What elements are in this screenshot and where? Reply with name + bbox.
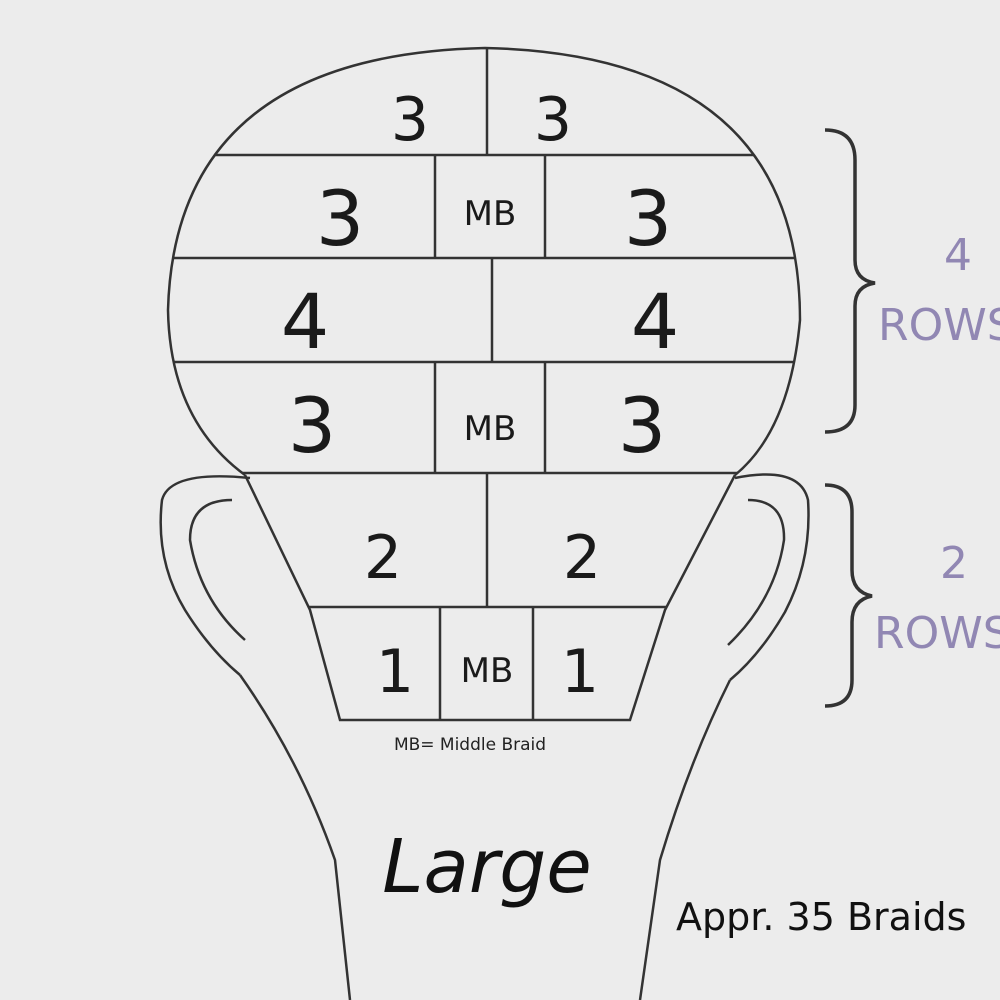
middle-braid-label: MB <box>464 194 517 234</box>
right-ear-inner <box>727 498 786 646</box>
neck-right-outline <box>638 679 732 1000</box>
head-outline <box>166 46 802 477</box>
section-label: 3 <box>618 381 666 470</box>
section-label: 1 <box>376 637 414 707</box>
lower-row-bracket <box>824 483 873 708</box>
section-label: 3 <box>391 85 429 155</box>
left-ear-outline <box>159 475 251 676</box>
section-label: 3 <box>316 174 364 263</box>
section-label: 3 <box>534 85 572 155</box>
lower-row-count: 2 <box>940 538 968 589</box>
section-label: 2 <box>364 523 402 593</box>
lower-row-label: ROWS <box>874 608 1000 659</box>
section-label: 4 <box>281 277 329 366</box>
braid-count-text: Appr. 35 Braids <box>676 895 966 939</box>
section-label: 3 <box>288 381 336 470</box>
upper-row-bracket <box>824 128 876 434</box>
left-ear-inner <box>188 498 246 641</box>
upper-row-label: ROWS <box>878 300 1000 351</box>
neck-left-outline <box>238 674 352 1000</box>
upper-row-count: 4 <box>944 230 972 281</box>
middle-braid-label: MB <box>464 409 517 449</box>
middle-braid-label: MB <box>461 651 514 691</box>
size-title: Large <box>382 824 592 910</box>
section-label: 2 <box>563 523 601 593</box>
nape-outline <box>243 474 737 722</box>
section-label: 3 <box>624 174 672 263</box>
right-ear-outline <box>729 473 810 681</box>
legend-text: MB= Middle Braid <box>394 735 546 755</box>
section-grid <box>168 48 800 720</box>
section-label: 1 <box>561 637 599 707</box>
section-label: 4 <box>631 277 679 366</box>
